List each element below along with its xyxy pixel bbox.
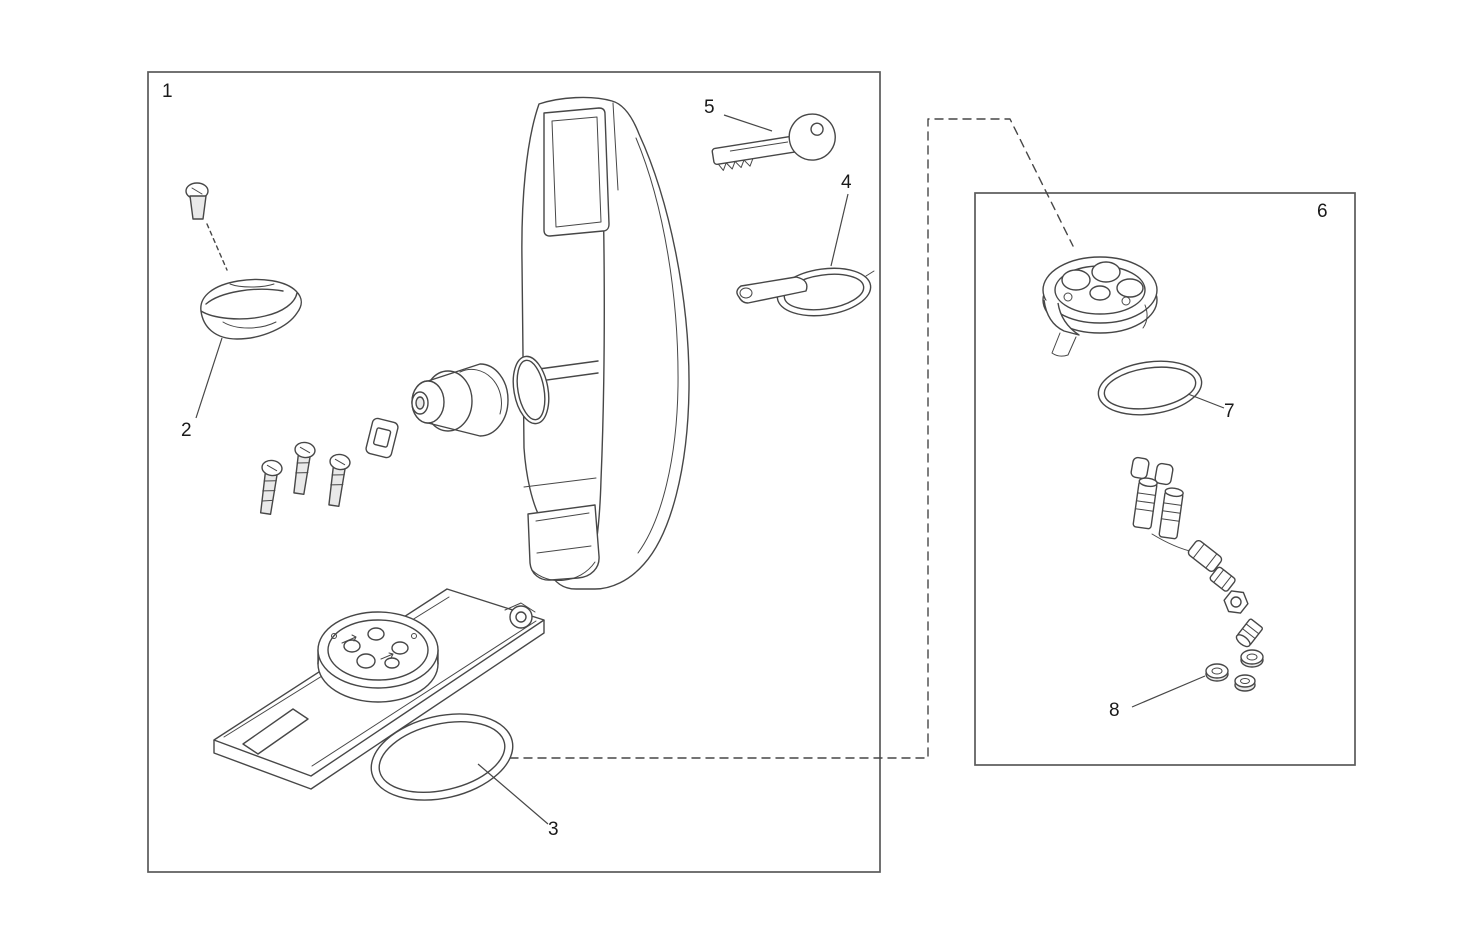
callout-label-1: 1 — [162, 81, 173, 102]
callout-label-2: 2 — [181, 420, 192, 441]
main-assembly-box — [147, 71, 881, 873]
screw-small-icon — [185, 182, 228, 271]
callout-label-3: 3 — [548, 819, 559, 840]
callout-label-6: 6 — [1317, 201, 1328, 222]
fuel-cap-assembly-icon — [1042, 256, 1158, 357]
leader-4 — [830, 193, 849, 267]
base-gasket-icon — [370, 713, 514, 801]
leader-7 — [1187, 393, 1225, 409]
clamp-ring-icon — [736, 267, 875, 317]
leader-8 — [1131, 675, 1206, 708]
cover-panel-icon — [521, 96, 690, 590]
callout-label-4: 4 — [841, 172, 852, 193]
washers-icon — [1205, 649, 1264, 692]
callout-label-8: 8 — [1109, 700, 1120, 721]
cap-o-ring-icon — [1097, 360, 1203, 416]
bracket-clip-icon — [365, 417, 399, 459]
detail-box — [974, 192, 1356, 766]
callout-label-7: 7 — [1224, 401, 1235, 422]
panel-o-ring-icon — [512, 355, 550, 425]
leader-5 — [723, 114, 773, 132]
lock-barrel-icon — [411, 363, 509, 437]
leader-2 — [195, 337, 223, 419]
callout-label-5: 5 — [704, 97, 715, 118]
base-plate-assembly-icon — [213, 588, 545, 790]
mounting-screws-icon — [259, 441, 351, 515]
key-icon — [711, 113, 836, 171]
leader-3 — [477, 763, 549, 825]
valve-fitting-cluster-icon — [1130, 456, 1263, 648]
cap-part-icon — [200, 278, 303, 340]
